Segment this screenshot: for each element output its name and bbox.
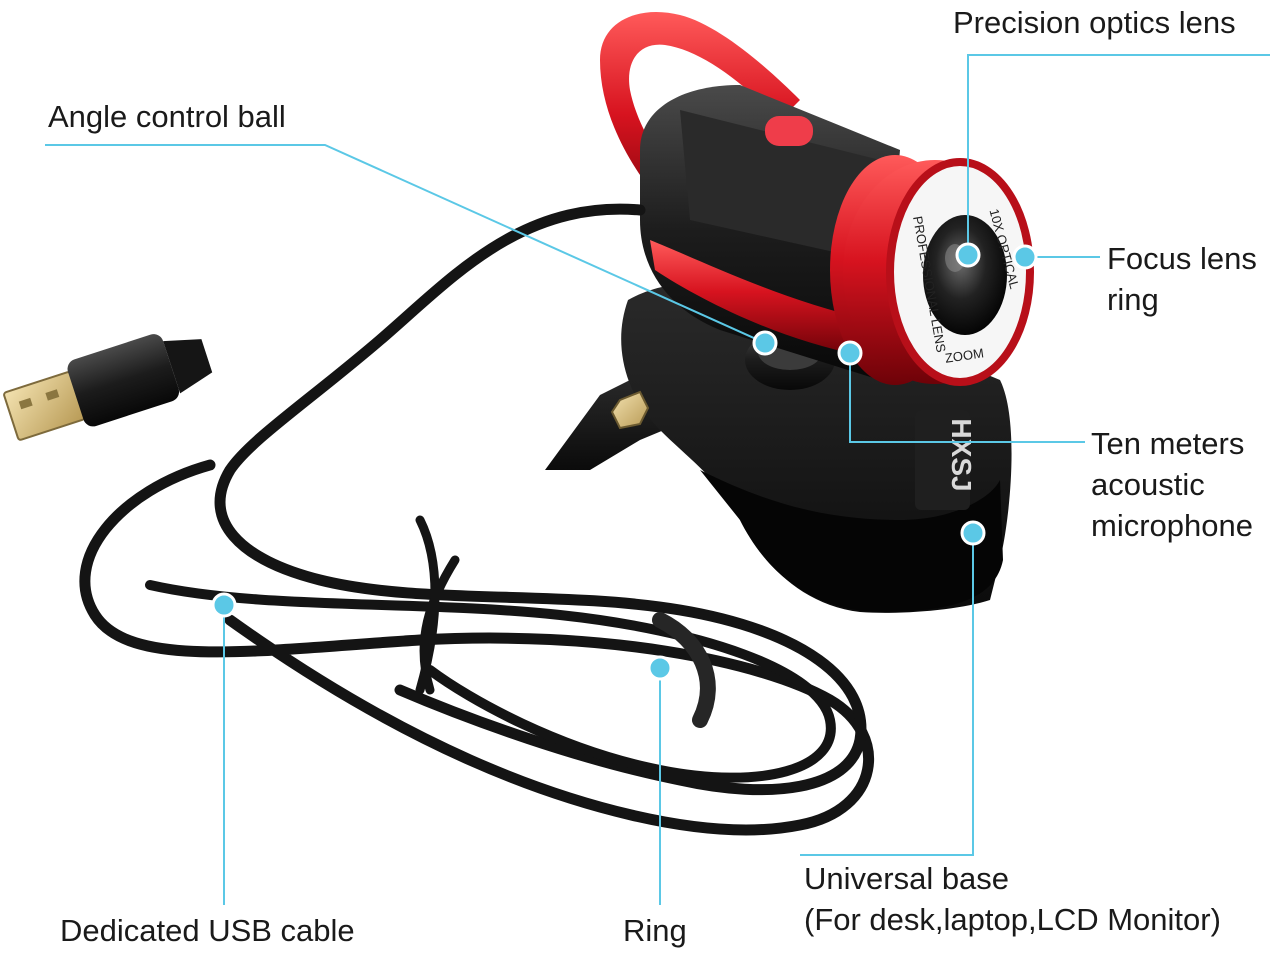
cable-ferrite-ring (652, 612, 716, 728)
label-angle-control-ball: Angle control ball (48, 96, 286, 137)
label-text-line: Universal base (804, 861, 1010, 896)
label-text-line: Focus lens (1107, 241, 1257, 276)
label-text-line: Ten meters (1091, 426, 1245, 461)
usb-plug (3, 334, 213, 441)
lens-engraving-zoom: ZOOM (944, 345, 985, 365)
label-universal-base: Universal base (For desk,laptop,LCD Moni… (804, 858, 1221, 940)
label-focus-lens-ring: Focus lens ring (1107, 238, 1257, 320)
label-text-line: (For desk,laptop,LCD Monitor) (804, 902, 1221, 937)
label-text-line: microphone (1091, 508, 1253, 543)
brand-mark: HXSJ (946, 418, 977, 491)
callout-dots (211, 242, 1038, 681)
usb-cable (79, 203, 875, 836)
label-text-line: acoustic (1091, 467, 1205, 502)
label-precision-optics-lens: Precision optics lens (953, 2, 1236, 43)
label-text: Dedicated USB cable (60, 913, 355, 948)
callout-lines (45, 54, 1270, 905)
label-ring: Ring (623, 910, 687, 951)
label-acoustic-microphone: Ten meters acoustic microphone (1091, 423, 1253, 546)
label-text-line: ring (1107, 282, 1159, 317)
label-text: Ring (623, 913, 687, 948)
label-text: Precision optics lens (953, 5, 1236, 40)
label-text: Angle control ball (48, 99, 286, 134)
lens-barrel: 10X OPTICAL PROFESSIONAL LENS ZOOM (830, 155, 1034, 386)
label-dedicated-usb-cable: Dedicated USB cable (60, 910, 355, 951)
